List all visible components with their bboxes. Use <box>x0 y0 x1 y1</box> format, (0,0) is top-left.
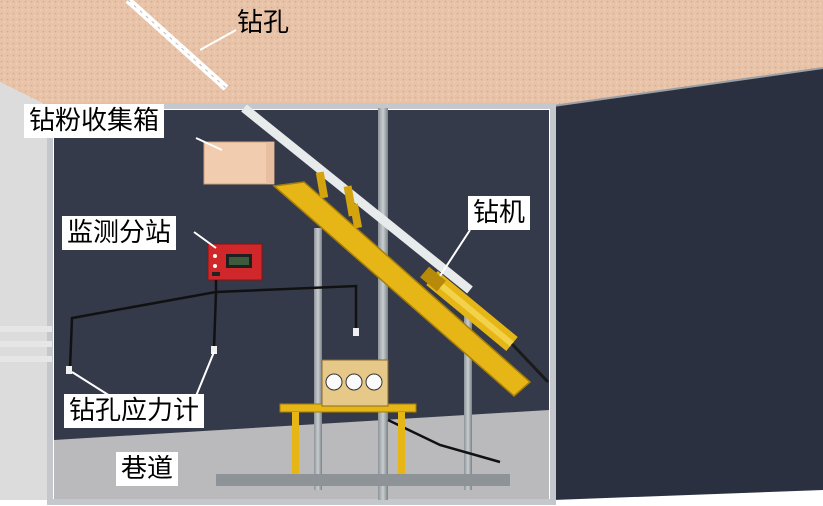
base-slab <box>216 474 510 486</box>
support-post-left <box>314 228 322 490</box>
label-stress-meter: 钻孔应力计 <box>64 394 205 428</box>
label-roadway: 巷道 <box>116 452 179 486</box>
label-dust-box: 钻粉收集箱 <box>24 104 165 138</box>
support-post-right <box>464 300 472 490</box>
pump-station <box>279 359 417 474</box>
label-drilling-rig: 钻机 <box>468 196 531 230</box>
leader-lines <box>71 29 471 397</box>
drill-motor <box>420 266 550 384</box>
stress-meter-sensors <box>66 328 359 374</box>
rock-stratum <box>0 0 823 106</box>
label-borehole: 钻孔 <box>237 8 290 38</box>
drill-rig-frame <box>272 181 532 397</box>
support-post-main <box>378 108 388 500</box>
left-pipes <box>0 326 52 362</box>
sensor-cables <box>68 280 501 464</box>
roadway-side-wall <box>553 68 823 500</box>
label-monitoring-substation: 监测分站 <box>62 216 177 250</box>
drill-rod <box>241 104 473 294</box>
monitoring-station <box>207 243 263 281</box>
dust-collection-box <box>203 141 275 185</box>
left-rock-wall <box>0 82 48 500</box>
roadway-frame <box>47 103 556 505</box>
